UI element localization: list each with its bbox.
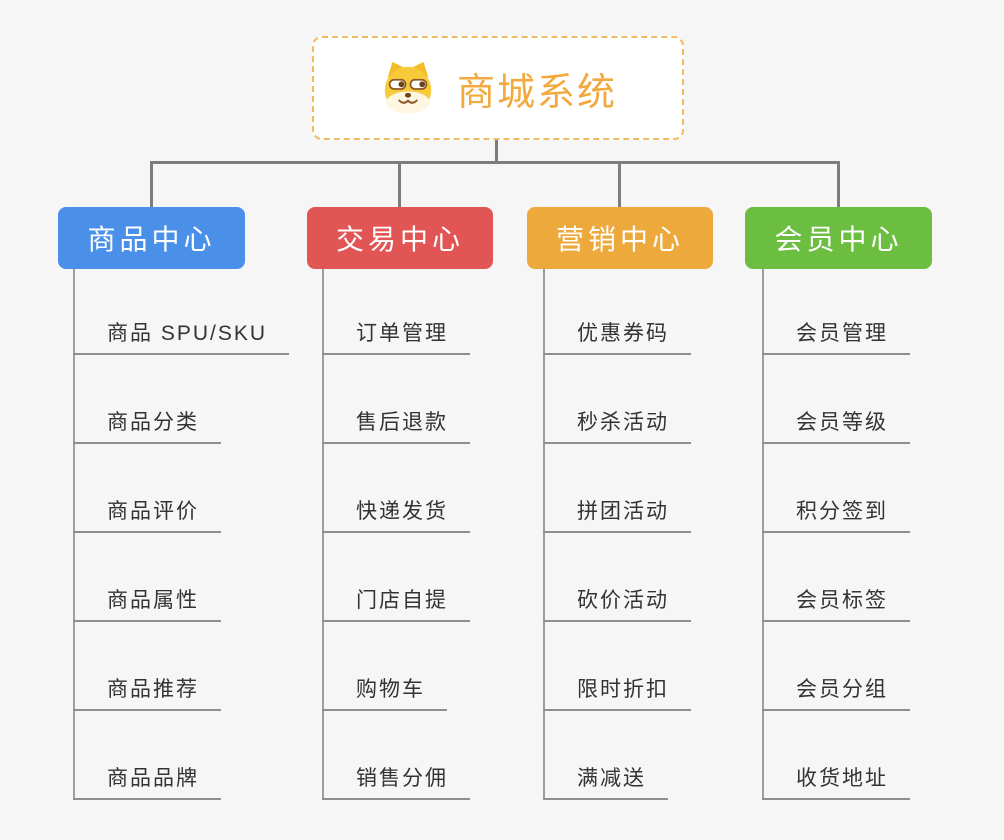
branch-node-marketing-center[interactable]: 营销中心 xyxy=(527,207,713,269)
child-column-marketing: 优惠券码 秒杀活动 拼团活动 砍价活动 限时折扣 满减送 xyxy=(543,266,691,800)
connector-drop-product xyxy=(150,161,153,209)
connector-root-stem xyxy=(495,140,498,164)
root-node[interactable]: 商城系统 xyxy=(312,36,684,140)
connector-branch-bar xyxy=(150,161,840,164)
child-topic[interactable]: 会员管理 xyxy=(762,266,910,355)
branch-child-connector xyxy=(762,269,764,800)
child-topic[interactable]: 商品 SPU/SKU xyxy=(73,266,290,355)
connector-drop-marketing xyxy=(618,161,621,209)
child-topic[interactable]: 商品属性 xyxy=(73,533,221,622)
child-topic[interactable]: 商品品牌 xyxy=(73,711,221,800)
branch-child-connector xyxy=(73,269,75,800)
child-topic[interactable]: 快递发货 xyxy=(322,444,470,533)
child-topic[interactable]: 收货地址 xyxy=(762,711,910,800)
branch-child-connector xyxy=(543,269,545,800)
child-topic[interactable]: 限时折扣 xyxy=(543,622,691,711)
child-topic[interactable]: 订单管理 xyxy=(322,266,470,355)
branch-child-connector xyxy=(322,269,324,800)
child-topic[interactable]: 会员分组 xyxy=(762,622,910,711)
child-topic[interactable]: 满减送 xyxy=(543,711,668,800)
child-topic[interactable]: 拼团活动 xyxy=(543,444,691,533)
connector-drop-trade xyxy=(398,161,401,209)
child-column-product: 商品 SPU/SKU 商品分类 商品评价 商品属性 商品推荐 商品品牌 xyxy=(73,266,290,800)
connector-drop-member xyxy=(837,161,840,209)
child-topic[interactable]: 购物车 xyxy=(322,622,447,711)
branch-node-member-center[interactable]: 会员中心 xyxy=(745,207,932,269)
child-topic[interactable]: 优惠券码 xyxy=(543,266,691,355)
child-column-trade: 订单管理 售后退款 快递发货 门店自提 购物车 销售分佣 xyxy=(322,266,470,800)
child-topic[interactable]: 商品分类 xyxy=(73,355,221,444)
child-topic[interactable]: 商品评价 xyxy=(73,444,221,533)
child-topic[interactable]: 积分签到 xyxy=(762,444,910,533)
child-topic[interactable]: 会员标签 xyxy=(762,533,910,622)
child-column-member: 会员管理 会员等级 积分签到 会员标签 会员分组 收货地址 xyxy=(762,266,910,800)
child-topic[interactable]: 售后退款 xyxy=(322,355,470,444)
root-title: 商城系统 xyxy=(456,71,617,114)
child-topic[interactable]: 商品推荐 xyxy=(73,622,221,711)
shiba-dog-icon xyxy=(384,61,432,114)
child-topic[interactable]: 砍价活动 xyxy=(543,533,691,622)
child-topic[interactable]: 秒杀活动 xyxy=(543,355,691,444)
child-topic[interactable]: 销售分佣 xyxy=(322,711,470,800)
branch-node-trade-center[interactable]: 交易中心 xyxy=(307,207,493,269)
branch-node-product-center[interactable]: 商品中心 xyxy=(58,207,245,269)
child-topic[interactable]: 会员等级 xyxy=(762,355,910,444)
child-topic[interactable]: 门店自提 xyxy=(322,533,470,622)
